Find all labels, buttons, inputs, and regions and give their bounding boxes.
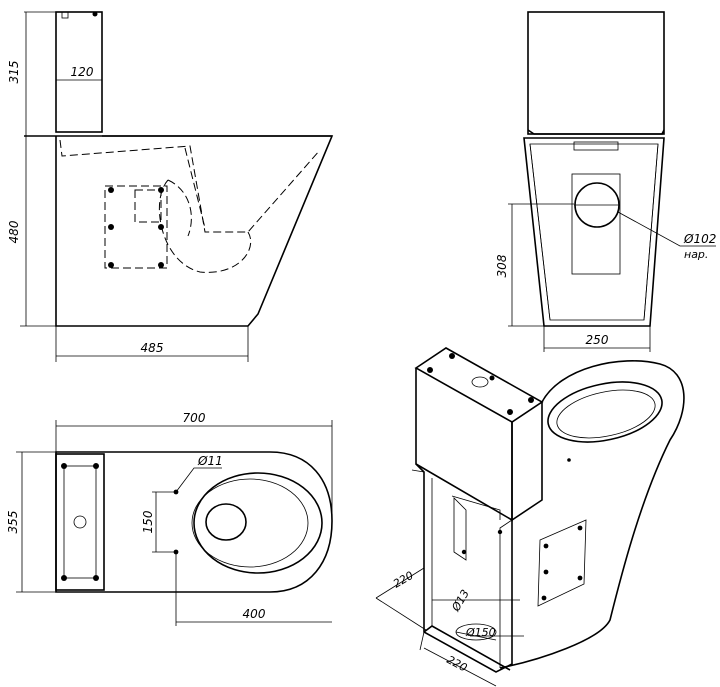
side-body-outline [24, 135, 334, 327]
iso-bowl-outline [499, 360, 685, 669]
dim-length: 485 [141, 341, 164, 355]
front-body-outline [523, 137, 665, 327]
dim-hole-spacing: 150 [141, 510, 155, 533]
side-hidden-trap-inner [167, 147, 206, 237]
side-inspection-panel [104, 185, 168, 269]
top-flush-button [73, 515, 87, 529]
dim-tank-height: 315 [7, 61, 21, 84]
iso-frame [415, 463, 513, 673]
iso-inspection-panel [537, 519, 587, 607]
front-top-slot [573, 141, 619, 151]
dim-outlet-diameter: Ø102 [683, 232, 716, 246]
top-bowl-inner [191, 478, 309, 568]
dim-hole-offset: 400 [243, 607, 266, 621]
iso-bowl-rim [547, 381, 663, 443]
dim-width: 355 [6, 511, 20, 534]
side-hidden-trap [158, 179, 252, 273]
side-cistern-cap [61, 11, 69, 19]
dim-fix-hole: Ø13 [449, 587, 472, 614]
side-cistern-bolt [92, 11, 98, 17]
top-view: 150 Ø11 700 355 400 [6, 411, 333, 626]
front-view: 308 250 Ø102 нар. [495, 11, 716, 352]
iso-view: 220 220 Ø13 Ø150 [375, 347, 685, 687]
dim-base-y: 220 [445, 653, 470, 674]
dim-drain: Ø150 [465, 626, 496, 639]
front-outlet-plate [571, 173, 621, 275]
iso-cistern-front [415, 368, 513, 522]
dim-outlet-height: 308 [495, 254, 509, 277]
dim-total-length: 700 [183, 411, 206, 425]
dim-body-height: 480 [7, 220, 21, 243]
side-cistern [55, 11, 103, 133]
dim-hole-diameter: Ø11 [197, 454, 223, 468]
iso-flush-button [471, 376, 489, 388]
top-cistern [55, 453, 105, 591]
dim-base-x: 220 [391, 569, 416, 591]
top-bowl-drain [205, 503, 247, 541]
dim-base-width: 250 [586, 333, 609, 347]
iso-cistern-top [414, 347, 544, 423]
side-hidden-bowl [59, 139, 321, 233]
dim-tank-width: 120 [71, 65, 94, 79]
top-outline [55, 451, 333, 593]
top-bowl-rim [193, 472, 323, 574]
side-view: 315 120 480 485 [7, 11, 334, 362]
outlet-note: нар. [684, 248, 708, 261]
front-cistern [527, 11, 665, 135]
